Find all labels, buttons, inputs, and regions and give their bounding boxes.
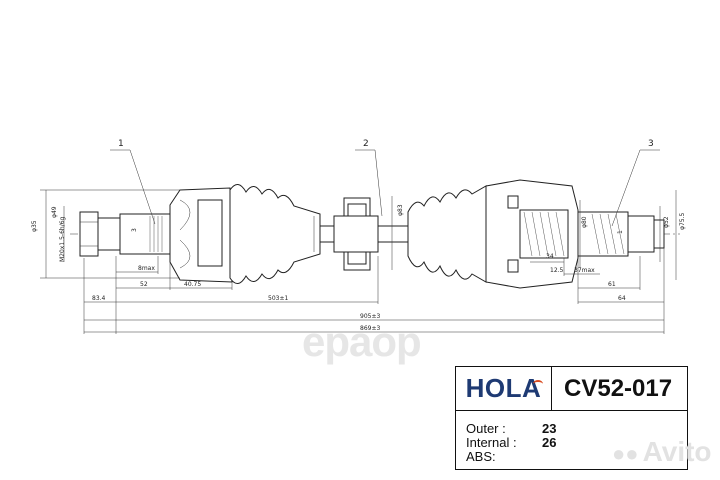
dim-8max: 8max [138,265,155,272]
avito-text: Avito [642,436,712,467]
dim-d-right-outer: φ75.5 [679,213,686,231]
dim-ring-b: 1 [617,230,624,234]
dim-thread: M20x1.5-6h/6g [59,216,66,262]
spec-row-outer: Outer : 23 [466,421,666,439]
shaft-damper [333,197,379,271]
callout-3: 3 [648,139,654,149]
part-info-box: HOLA CV52-017 Outer : 23 Internal : 26 A… [455,366,688,470]
callout-2: 2 [363,139,369,149]
dim-64: 64 [618,295,626,302]
dim-34: 34 [546,253,554,260]
dim-ring-a: 3 [131,228,138,232]
dim-83-4: 83.4 [92,295,106,302]
brand-logo: HOLA [456,367,552,411]
dim-d-outer-left: φ35 [31,220,38,232]
left-inner-race [197,199,223,267]
right-boot [407,185,487,283]
avito-watermark: ●●Avito [612,436,712,468]
left-hex-nut [79,211,99,257]
left-thread-shank [97,217,121,251]
dim-905: 905±3 [360,313,380,320]
internal-label: Internal : [466,435,517,450]
abs-label: ABS: [466,449,496,464]
abs-ring-top [507,195,519,209]
left-splined-shaft [119,213,171,255]
part-number: CV52-017 [552,367,687,411]
abs-ring-bottom [507,259,519,273]
cv-axle-technical-drawing: 1 2 3 φ35 φ49 M20x1.5-6h/6g 3 φ83 φ80 1 … [31,139,686,334]
dim-d-right-hub: φ80 [581,216,588,228]
dim-503: 503±1 [268,295,288,302]
callout-1: 1 [118,139,124,149]
internal-value: 26 [542,435,557,450]
dim-869: 869±3 [360,325,380,332]
left-boot [229,184,321,284]
watermark-text: ераор [302,318,422,365]
right-cv-housing [485,179,579,289]
spec-row-abs: ABS: [466,449,666,467]
left-outer-joint-stub [79,211,171,257]
callout-leaders [110,149,660,227]
dim-37max: 37max [574,267,595,274]
dim-52: 52 [140,281,148,288]
dim-d-mid: φ83 [397,204,404,216]
dim-61: 61 [608,281,616,288]
outer-label: Outer : [466,421,506,436]
avito-dots-icon: ●● [612,441,639,466]
brand-swoosh-icon [533,380,543,388]
outer-value: 23 [542,421,557,436]
right-stub [577,211,665,257]
dim-d-right-flange: φ52 [663,216,670,228]
left-cv-housing [169,187,233,283]
spec-row-internal: Internal : 26 [466,435,666,453]
dim-40-75: 40.75 [184,281,201,288]
brand-name: HOLA [465,373,542,403]
dim-d-left-hub: φ49 [51,206,58,218]
dim-12-5: 12.5 [550,267,564,274]
